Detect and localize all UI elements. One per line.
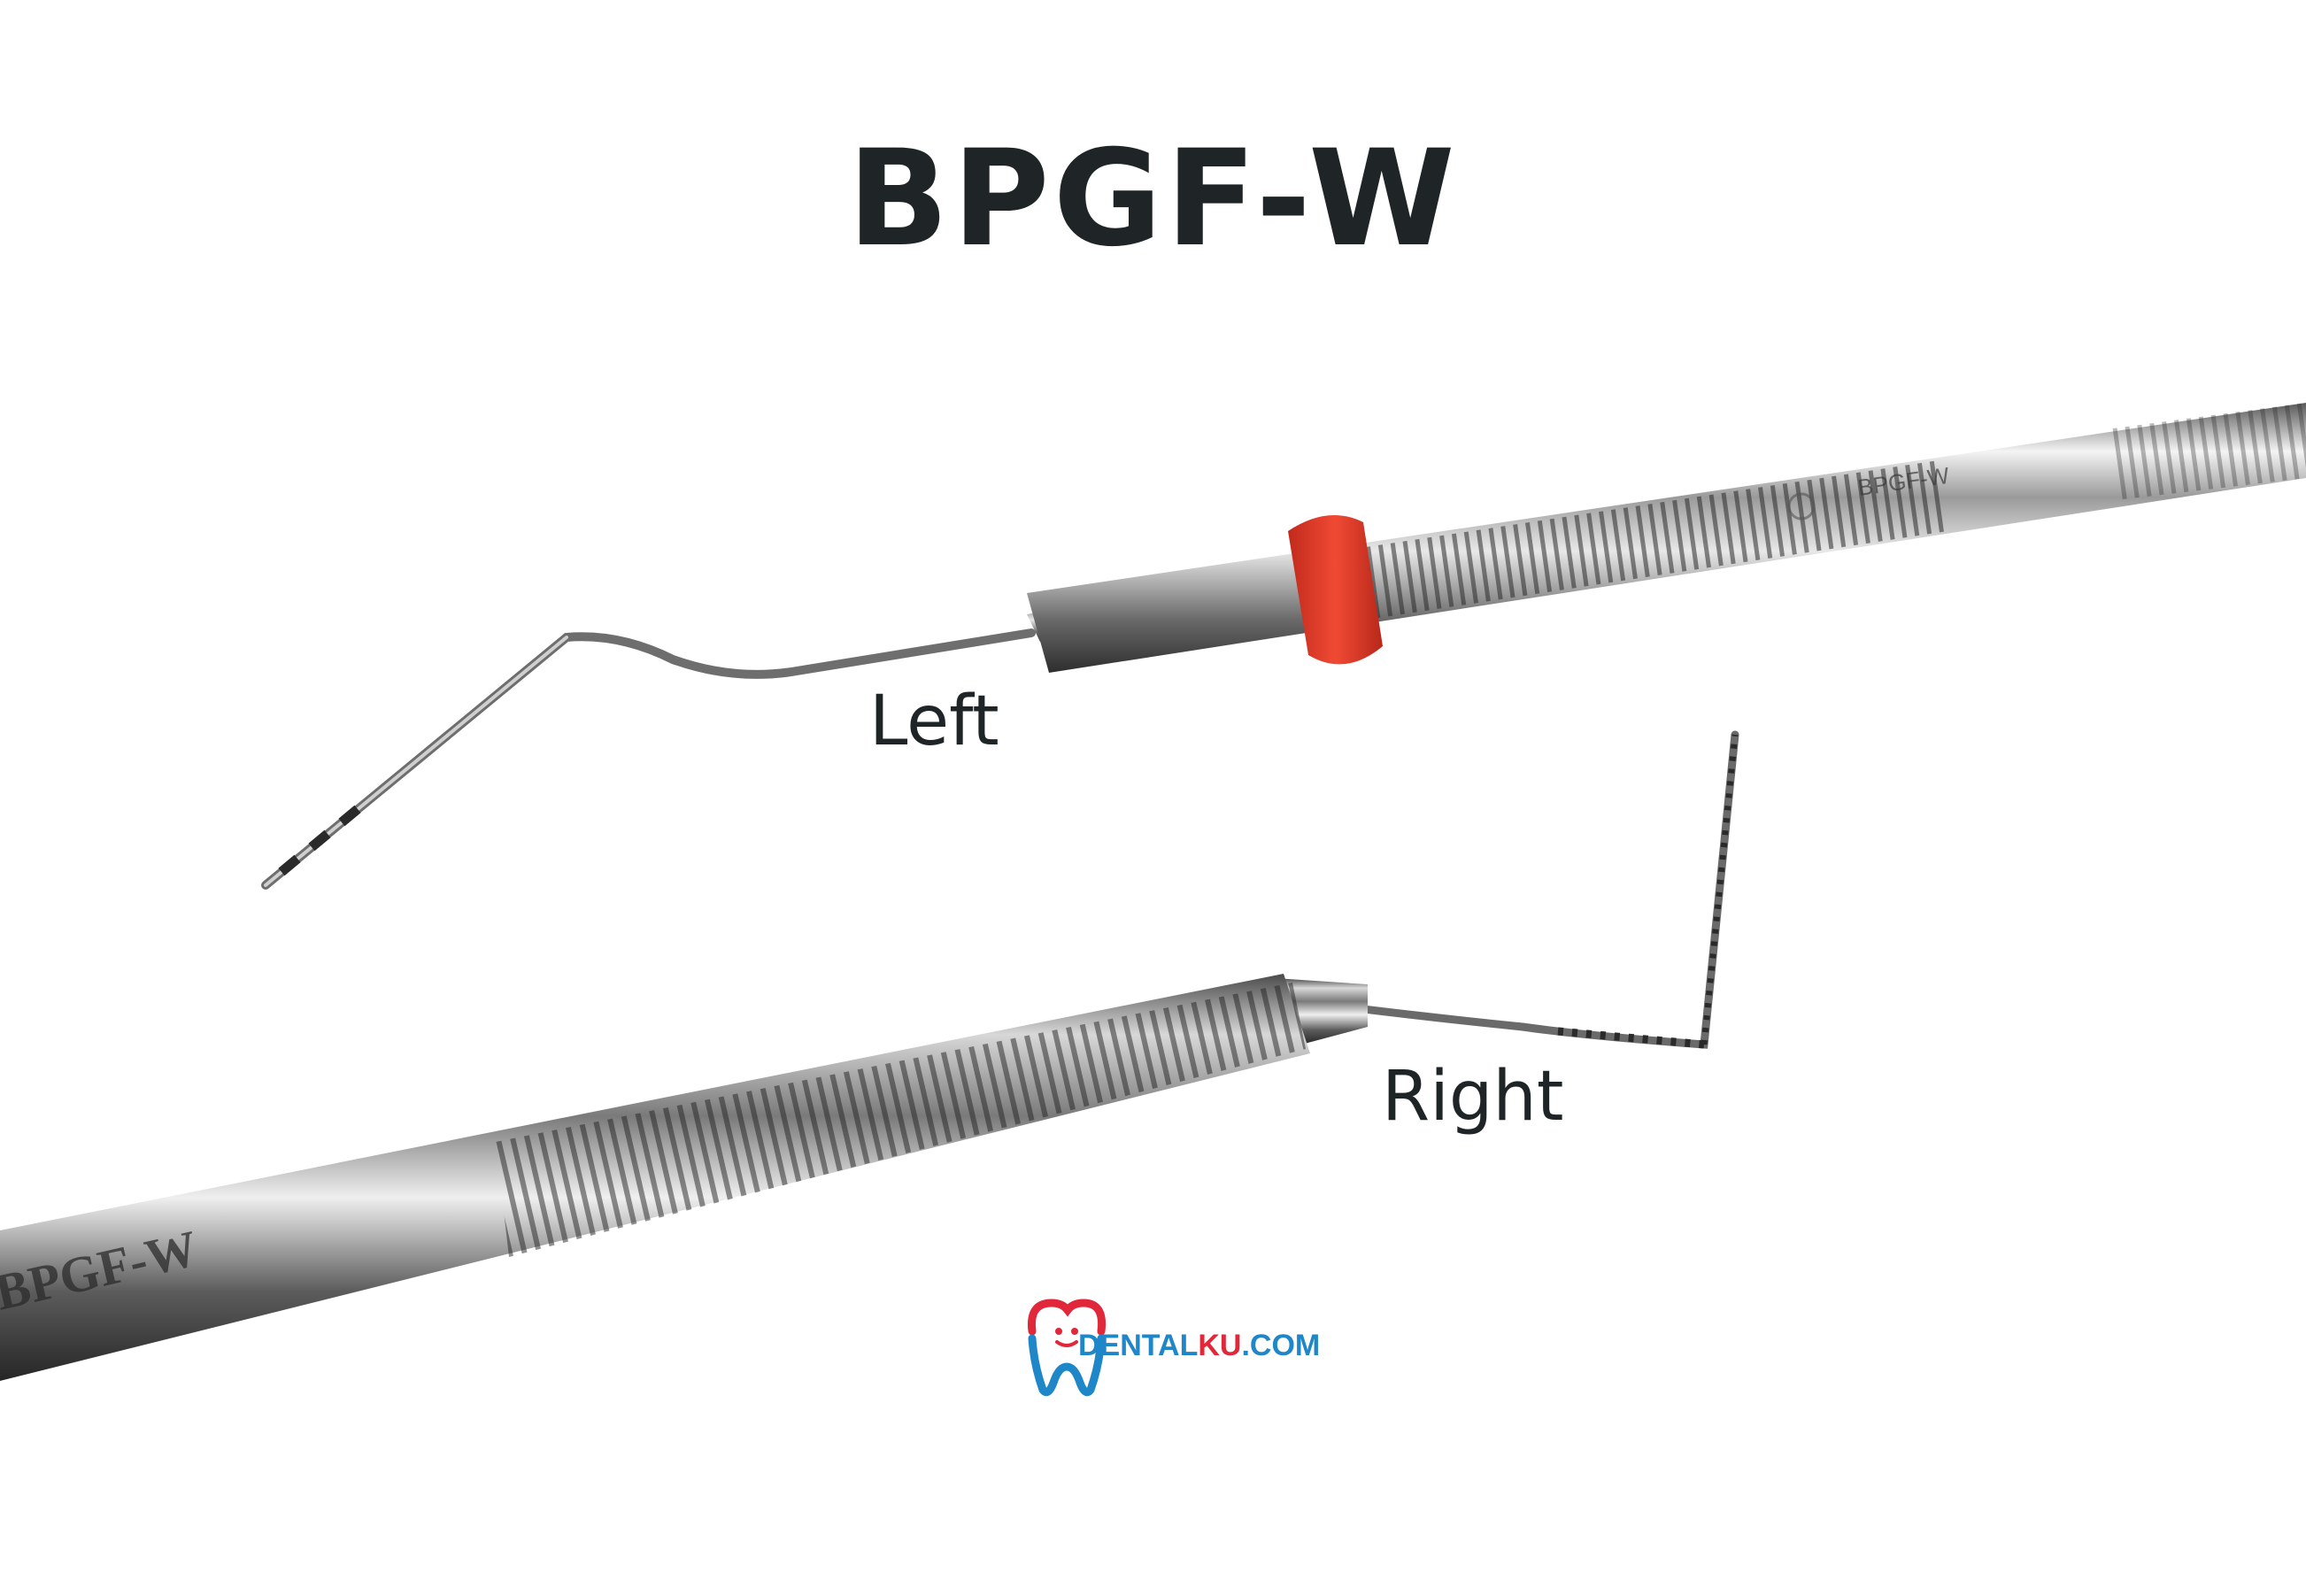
- left-label: Left: [869, 682, 999, 761]
- tooth-icon: [1027, 1299, 1107, 1397]
- color-ring: [1288, 515, 1383, 665]
- upper-logo-mark: [1787, 492, 1816, 520]
- product-title: BPGF-W: [847, 122, 1459, 276]
- logo-suffix: .COM: [1241, 1329, 1321, 1362]
- logo-brand-b: KU: [1198, 1329, 1242, 1362]
- upper-probe-markings: [278, 805, 361, 876]
- dentalku-logo: [1027, 1299, 1107, 1397]
- lower-instrument: BPGF-W: [0, 730, 1739, 1381]
- lower-probe-tip: [1323, 730, 1739, 1049]
- right-label: Right: [1382, 1057, 1564, 1137]
- upper-instrument: BPGF-W: [261, 403, 2306, 890]
- logo-brand-a: DENTAL: [1078, 1329, 1199, 1362]
- logo-wordmark: DENTALKU.COM: [1078, 1330, 1320, 1361]
- upper-probe-tip: [261, 628, 1036, 890]
